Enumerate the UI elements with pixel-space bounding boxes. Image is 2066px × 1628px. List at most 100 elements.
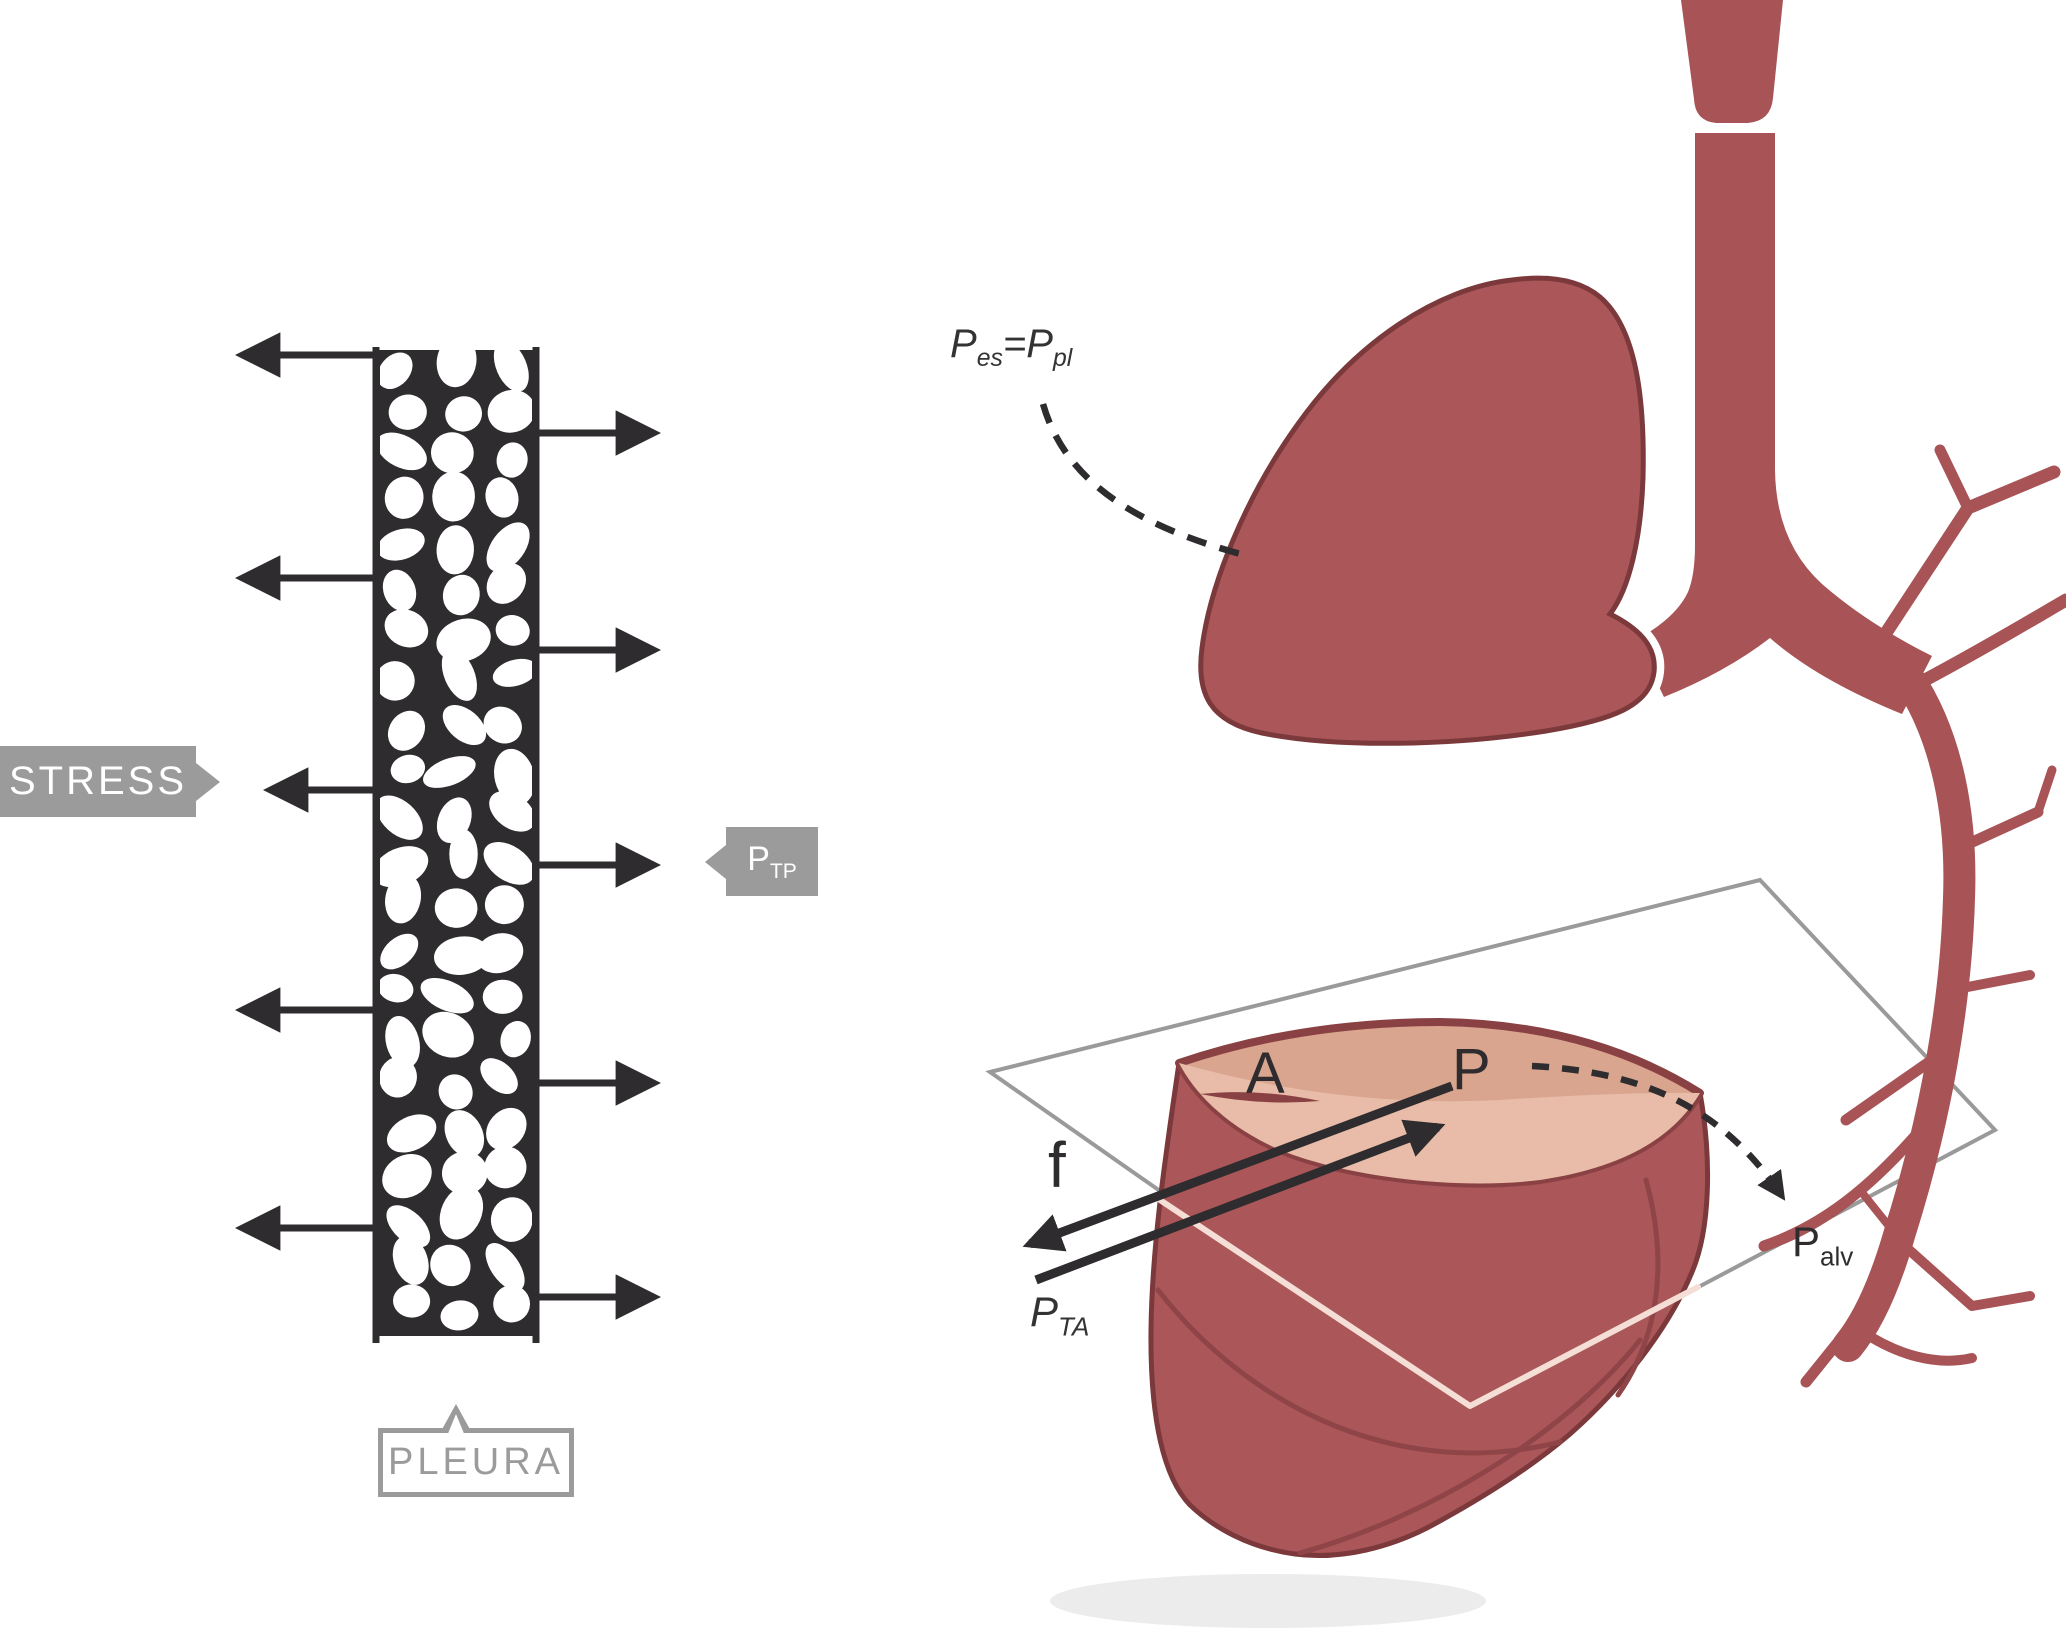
trabecula-pebble (493, 1285, 530, 1323)
plane-front-stripe (1154, 1195, 1701, 1409)
trabecula-pebble (486, 1107, 527, 1151)
trabecula-pebble (390, 754, 426, 784)
equals-sign: = (1002, 322, 1027, 366)
trabecula-pebble (444, 1110, 485, 1158)
pleura-wall-icon (372, 347, 540, 1343)
block-crease (1297, 1337, 1643, 1556)
trabecula-pebble (382, 569, 417, 612)
bronchial-branch (1949, 806, 2044, 856)
trabecula-pebble (449, 829, 478, 879)
pta-force-arrow (1034, 1119, 1446, 1285)
pleura-pointer-inner-icon (447, 1414, 465, 1436)
trabecula-pebble (439, 1185, 484, 1240)
trabecula-pebble (483, 841, 532, 885)
f-force-arrow (1022, 1081, 1454, 1252)
trabecula-pebble (485, 477, 519, 518)
trabecula-pebble (484, 885, 524, 925)
trabecula-pebble (484, 1146, 527, 1189)
bronchial-branch (1934, 444, 1974, 514)
trabecula-pebble (492, 658, 532, 687)
pes-ppl-leader-curve (1039, 403, 1249, 560)
trabecula-pebble (480, 1058, 518, 1095)
trabecula-pebble (486, 522, 530, 572)
trabecula-pebble (442, 574, 480, 616)
trabecula-pebble (380, 846, 429, 888)
trabecula-pebble (430, 432, 474, 474)
cut-lung-block-icon (1148, 1018, 1711, 1559)
trabecula-pebble (423, 756, 476, 788)
palv-sub: alv (1820, 1241, 1854, 1272)
trabecula-pebble (432, 471, 475, 522)
block-face-notch (1200, 1092, 1320, 1103)
trabecula-pebble (486, 563, 527, 604)
pes-ppl-label: Pes=Ppl (950, 322, 1072, 373)
trabecula-pebble (442, 705, 487, 746)
trabecula-pebble (380, 432, 427, 471)
block-crease (1155, 1287, 1563, 1456)
trabecula-pebble (382, 1154, 432, 1199)
pta-base: P (1030, 1288, 1059, 1335)
palv-base: P (1792, 1218, 1821, 1265)
lung-icon (1190, 268, 1665, 754)
trabecula-pebble (482, 979, 523, 1014)
pes-base: P (950, 322, 977, 366)
lung-body (1198, 275, 1657, 746)
trabecula-pebble (384, 609, 429, 648)
ptp-base: P (747, 839, 770, 878)
trabecula-pebble (440, 1300, 479, 1331)
trabecula-pebble (500, 1020, 531, 1058)
trabecula-pebble (441, 648, 477, 701)
trabecula-pebble (445, 396, 483, 432)
trabecula-pebble (380, 661, 415, 701)
bronchial-branch (1840, 1054, 1938, 1126)
ptp-label: PTP (705, 827, 818, 896)
stress-label: STRESS (0, 746, 220, 817)
bronchial-branch (1947, 970, 2035, 995)
pleura-label-text: PLEURA (387, 1441, 565, 1483)
trabecula-pebble (434, 936, 490, 975)
trabecula-pebble (380, 973, 414, 1003)
trabecula-pebble (436, 525, 474, 575)
trabecula-pebble (441, 1151, 488, 1195)
trabecula-pebble (490, 1197, 532, 1242)
trachea-bronchial-tree-icon (1636, 0, 2066, 1388)
trabecula-pebble (487, 389, 532, 433)
pta-sub: TA (1058, 1311, 1090, 1342)
trabecula-pebble (493, 350, 529, 392)
right-main-bronchus (1832, 662, 1976, 1362)
pleura-label: PLEURA (378, 1404, 574, 1497)
trabecula-pebble (392, 1235, 429, 1285)
trabecula-pebble (386, 1205, 431, 1248)
trabecula-pebble (434, 888, 478, 928)
trabecula-pebble (485, 1242, 525, 1291)
palv-dashed-arrow (1531, 1062, 1786, 1201)
bronchial-branch (1856, 1186, 1892, 1229)
trabecula-pebble (380, 528, 425, 561)
trabecula-pebble (387, 710, 426, 751)
block-shadow (1050, 1574, 1486, 1628)
trabecula-pebble (420, 977, 474, 1014)
point-p-label: P (1452, 1037, 1491, 1102)
force-f-label: f (1048, 1129, 1066, 1201)
trabecula-pebble (380, 795, 423, 840)
trabecula-pebble (483, 706, 522, 744)
trabecula-pebble (438, 1074, 473, 1110)
point-a-label: A (1246, 1041, 1285, 1106)
trabecula-pebble (494, 748, 532, 805)
trabecula-pebble (436, 350, 477, 388)
bronchial-branch (1918, 593, 2066, 687)
trabecula-pebble (384, 476, 424, 519)
trabecula-pebble (422, 1011, 474, 1058)
trabecula-pebble (385, 1016, 421, 1068)
trabecula-pebble (489, 791, 532, 832)
trabecula-pebble (495, 615, 530, 646)
trabecula-pebble (385, 873, 422, 924)
block-crease (1615, 1177, 1661, 1398)
pleura-trabecular-pattern (380, 350, 532, 1331)
bronchial-branch (1893, 1235, 2035, 1311)
pes-sub: es (976, 345, 1003, 372)
trabecula-pebble (380, 1057, 417, 1098)
palv-label: Palv (1792, 1218, 1853, 1272)
